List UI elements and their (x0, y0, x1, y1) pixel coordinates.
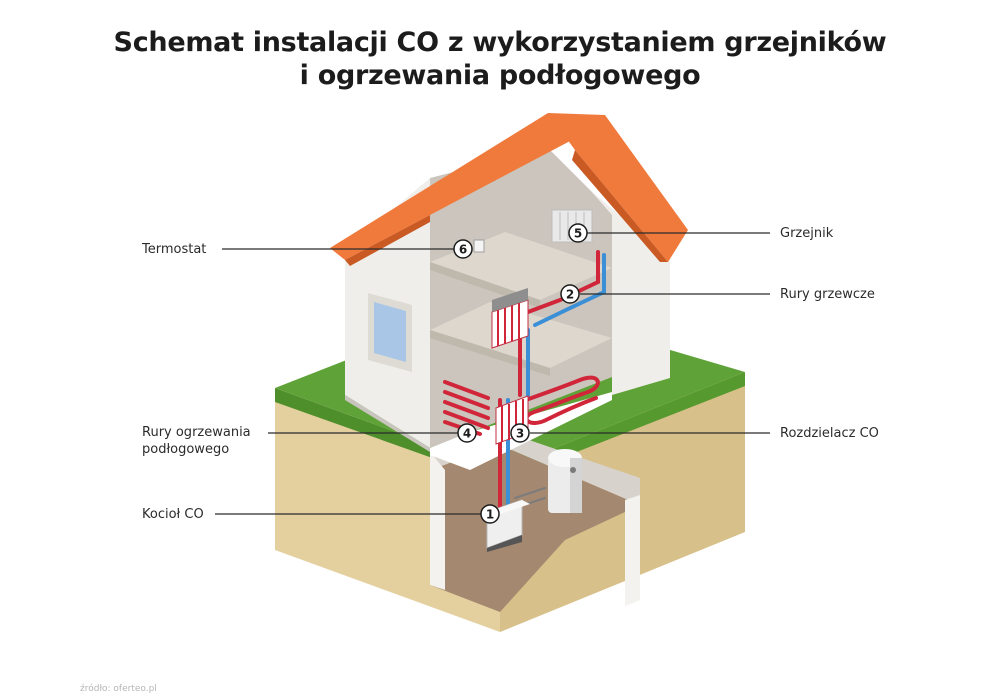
label-rury-ogrzewania-line-1: Rury ogrzewania (142, 425, 251, 440)
hot-water-tank (548, 449, 582, 513)
thermostat-device (473, 239, 485, 253)
marker-6-number: 6 (459, 243, 467, 257)
title-line-2: i ogrzewania podłogowego (299, 60, 701, 91)
marker-5: 5 (568, 223, 588, 243)
label-rozdzielacz: Rozdzielacz CO (780, 426, 879, 441)
marker-6: 6 (453, 239, 473, 259)
tank-gauge (570, 467, 576, 473)
roof-left-slope (330, 113, 572, 260)
label-termostat: Termostat (142, 242, 207, 257)
window-glass (374, 302, 406, 362)
cold-pipe-first-floor (533, 253, 606, 327)
label-rury-ogrzewania-line-2: podłogowego (142, 442, 230, 457)
marker-2-number: 2 (566, 288, 574, 302)
basement-left-wall (430, 452, 445, 590)
label-rury-ogrzewania: Rury ogrzewania podłogowego (142, 424, 251, 458)
roof-ridge-edge (572, 150, 668, 262)
marker-4: 4 (457, 423, 477, 443)
roof-underside (345, 215, 430, 266)
house-left-wall-shade (345, 395, 430, 452)
marker-2: 2 (560, 284, 580, 304)
label-kociol: Kocioł CO (142, 507, 204, 522)
basement-right-wall (625, 495, 640, 606)
basement-floor (430, 445, 640, 612)
tank-shade (570, 458, 582, 513)
roof (330, 113, 688, 266)
label-grzejnik: Grzejnik (780, 226, 834, 241)
radiator-first-floor (491, 288, 529, 349)
roof-right-slope (548, 113, 688, 262)
marker-1-number: 1 (486, 508, 494, 522)
label-rury-grzewcze: Rury grzewcze (780, 287, 875, 302)
marker-3-number: 3 (516, 427, 524, 441)
leader-lines (215, 232, 770, 515)
marker-1: 1 (480, 504, 500, 524)
diagram-title: Schemat instalacji CO z wykorzystaniem g… (0, 26, 1000, 92)
marker-5-number: 5 (574, 227, 582, 241)
marker-3: 3 (510, 423, 530, 443)
underfloor-loop-red-2 (518, 375, 600, 425)
underfloor-loop-red-1 (443, 380, 490, 436)
title-line-1: Schemat instalacji CO z wykorzystaniem g… (113, 27, 887, 58)
marker-4-number: 4 (463, 427, 471, 441)
source-credit: źródło: oferteo.pl (80, 684, 157, 694)
